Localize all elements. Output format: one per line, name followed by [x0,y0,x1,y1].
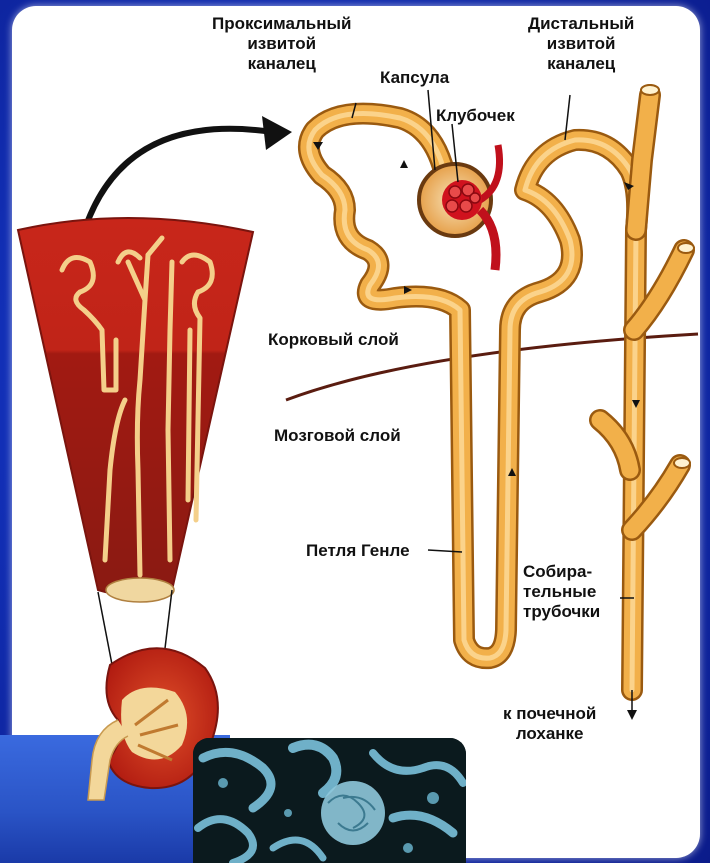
label-loop-of-henle: Петля Генле [306,541,410,561]
micrograph-image [193,738,466,863]
label-cortex: Корковый слой [268,330,399,350]
label-capsule: Капсула [380,68,449,88]
label-medulla: Мозговой слой [274,426,401,446]
label-collecting-ducts: Собира- тельные трубочки [523,562,600,622]
kidney-wedge [18,218,253,602]
label-to-renal-pelvis: к почечной лоханке [503,704,596,744]
label-glomerulus: Клубочек [436,106,515,126]
label-proximal-tubule: Проксимальный извитой каналец [212,14,351,74]
label-distal-tubule: Дистальный извитой каналец [528,14,634,74]
